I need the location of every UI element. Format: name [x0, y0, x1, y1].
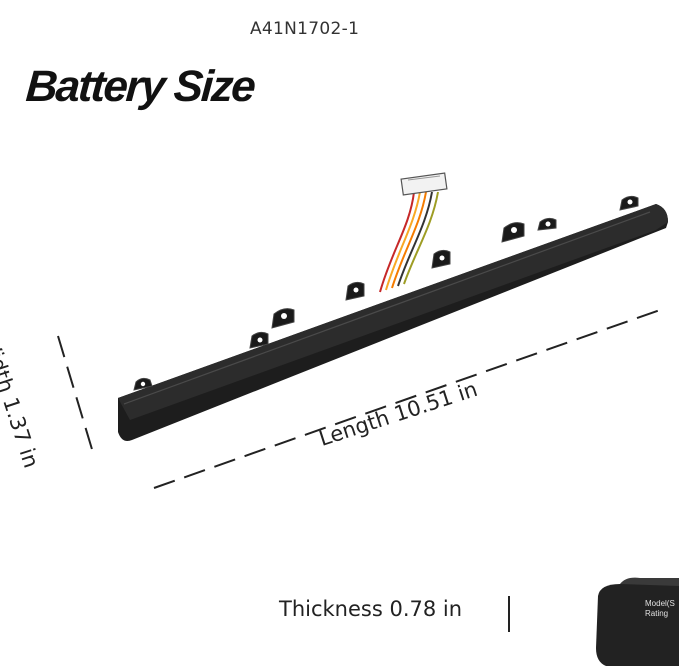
battery-end-cap: Model(S Rating	[596, 577, 679, 666]
battery-body	[118, 195, 668, 441]
battery-connector	[379, 172, 448, 293]
end-cap-text-2: Rating	[645, 609, 668, 618]
length-dimension-line	[153, 309, 661, 489]
end-cap-text-1: Model(S	[645, 599, 675, 608]
thickness-label: Thickness 0.78 in	[279, 597, 463, 621]
model-code: A41N1702-1	[250, 19, 360, 39]
thickness-dimension-line	[508, 596, 510, 632]
width-dimension-line	[57, 335, 95, 457]
